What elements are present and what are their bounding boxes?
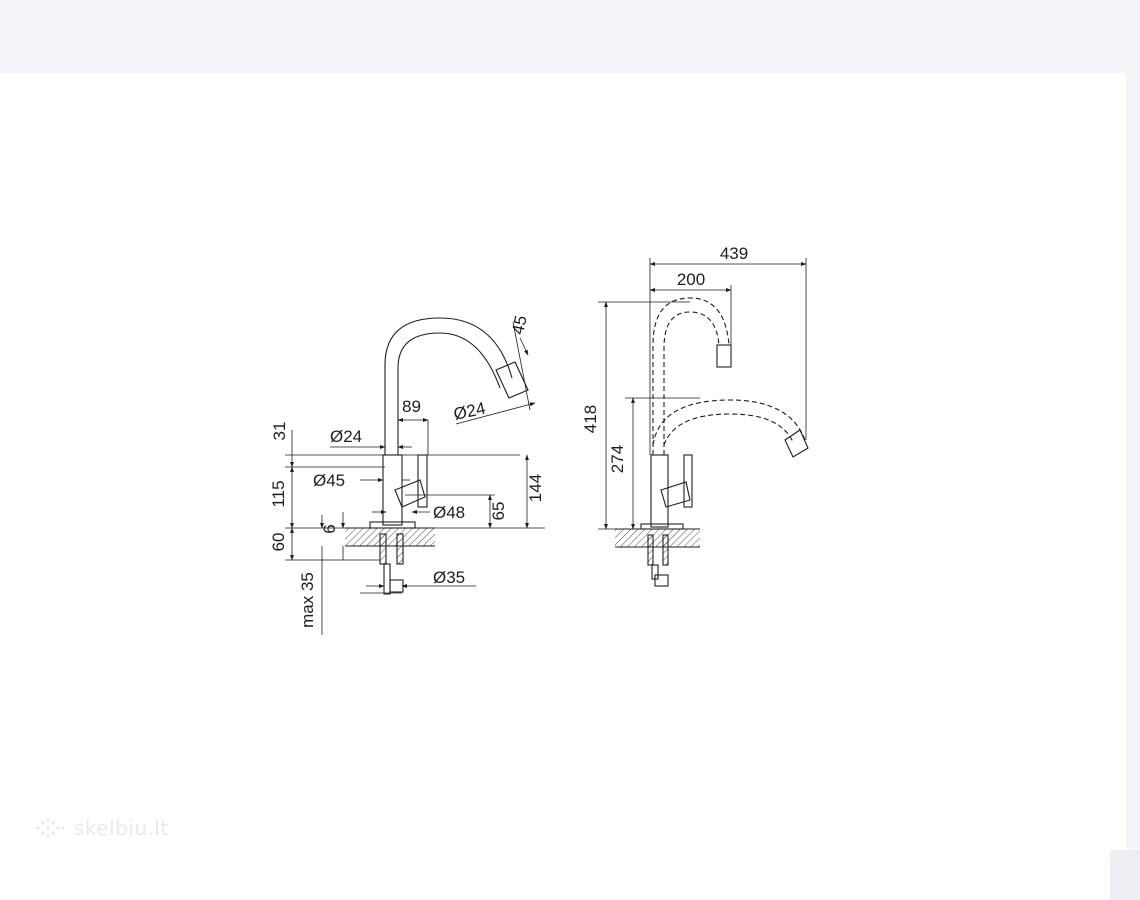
side-deck <box>615 529 700 547</box>
front-view <box>345 317 529 595</box>
side-view <box>615 297 809 587</box>
dim-dia-24-body: Ø24 <box>330 427 362 446</box>
side-lever <box>683 454 693 508</box>
front-spout <box>384 317 513 455</box>
dim-439: 439 <box>720 244 748 263</box>
front-body <box>382 454 403 526</box>
dim-60: 60 <box>269 533 288 552</box>
dim-274: 274 <box>608 445 627 473</box>
corner-box <box>1110 850 1140 900</box>
side-spout-lowered <box>652 399 806 446</box>
dim-89: 89 <box>402 397 421 416</box>
dim-dia-24-spout: Ø24 <box>452 399 487 424</box>
front-deck <box>345 528 435 546</box>
front-nozzle <box>495 361 529 399</box>
dots-logo-icon <box>36 818 65 838</box>
drawing-sheet <box>0 73 1126 900</box>
dim-dia-45: Ø45 <box>313 471 345 490</box>
dim-45: 45 <box>508 314 531 336</box>
watermark-text: skelbiu.lt <box>74 816 169 840</box>
dim-31: 31 <box>270 422 289 441</box>
top-band <box>0 0 1140 73</box>
dim-65: 65 <box>489 502 508 521</box>
dim-115: 115 <box>269 480 288 507</box>
side-dimensions: 439 200 418 274 <box>581 244 807 530</box>
right-strip <box>1126 73 1140 900</box>
dim-144: 144 <box>526 474 545 502</box>
dim-max-35: max 35 <box>298 572 317 628</box>
dim-dia-48: Ø48 <box>433 503 465 522</box>
dim-6: 6 <box>320 524 339 533</box>
side-spout-raised <box>652 297 730 455</box>
dim-418: 418 <box>581 405 600 433</box>
front-dimensions: 31 115 60 max 35 6 Ø24 Ø45 Ø48 Ø35 89 Ø2… <box>269 314 545 635</box>
dim-dia-35: Ø35 <box>433 568 465 587</box>
watermark: skelbiu.lt <box>34 816 169 840</box>
dim-200: 200 <box>677 270 705 289</box>
side-body <box>650 454 669 528</box>
